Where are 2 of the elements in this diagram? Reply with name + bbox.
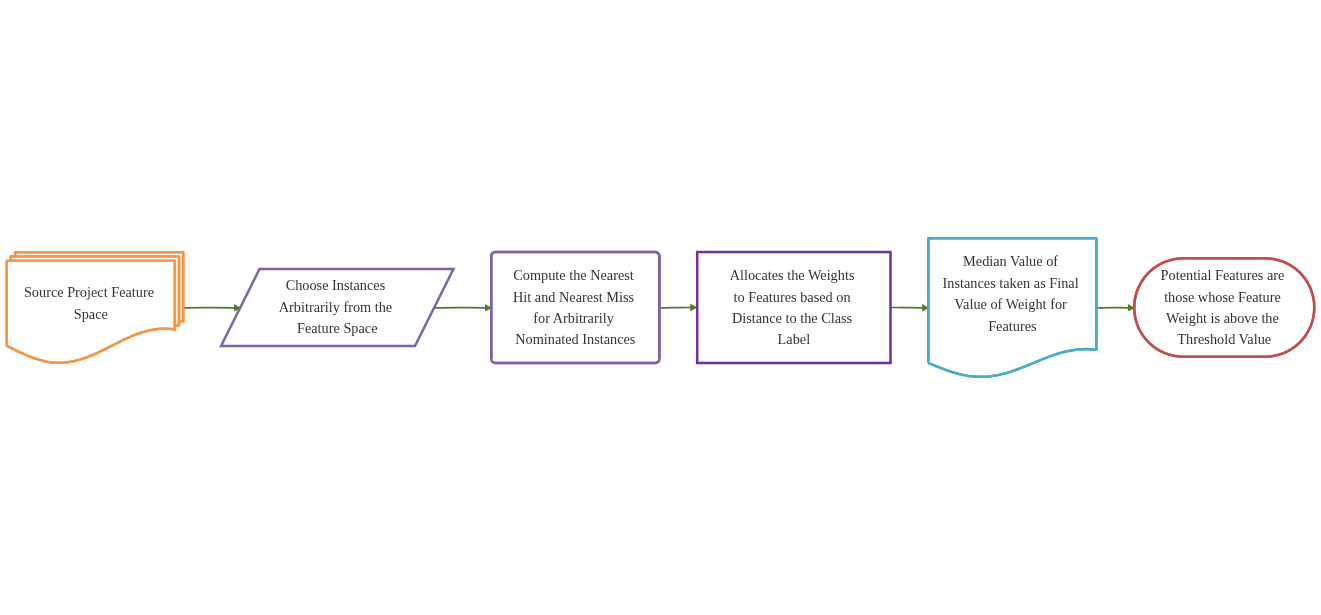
node-box: Allocates the Weights to Features based on Distance to the Class Label <box>695 250 892 365</box>
arrow <box>1096 304 1135 312</box>
